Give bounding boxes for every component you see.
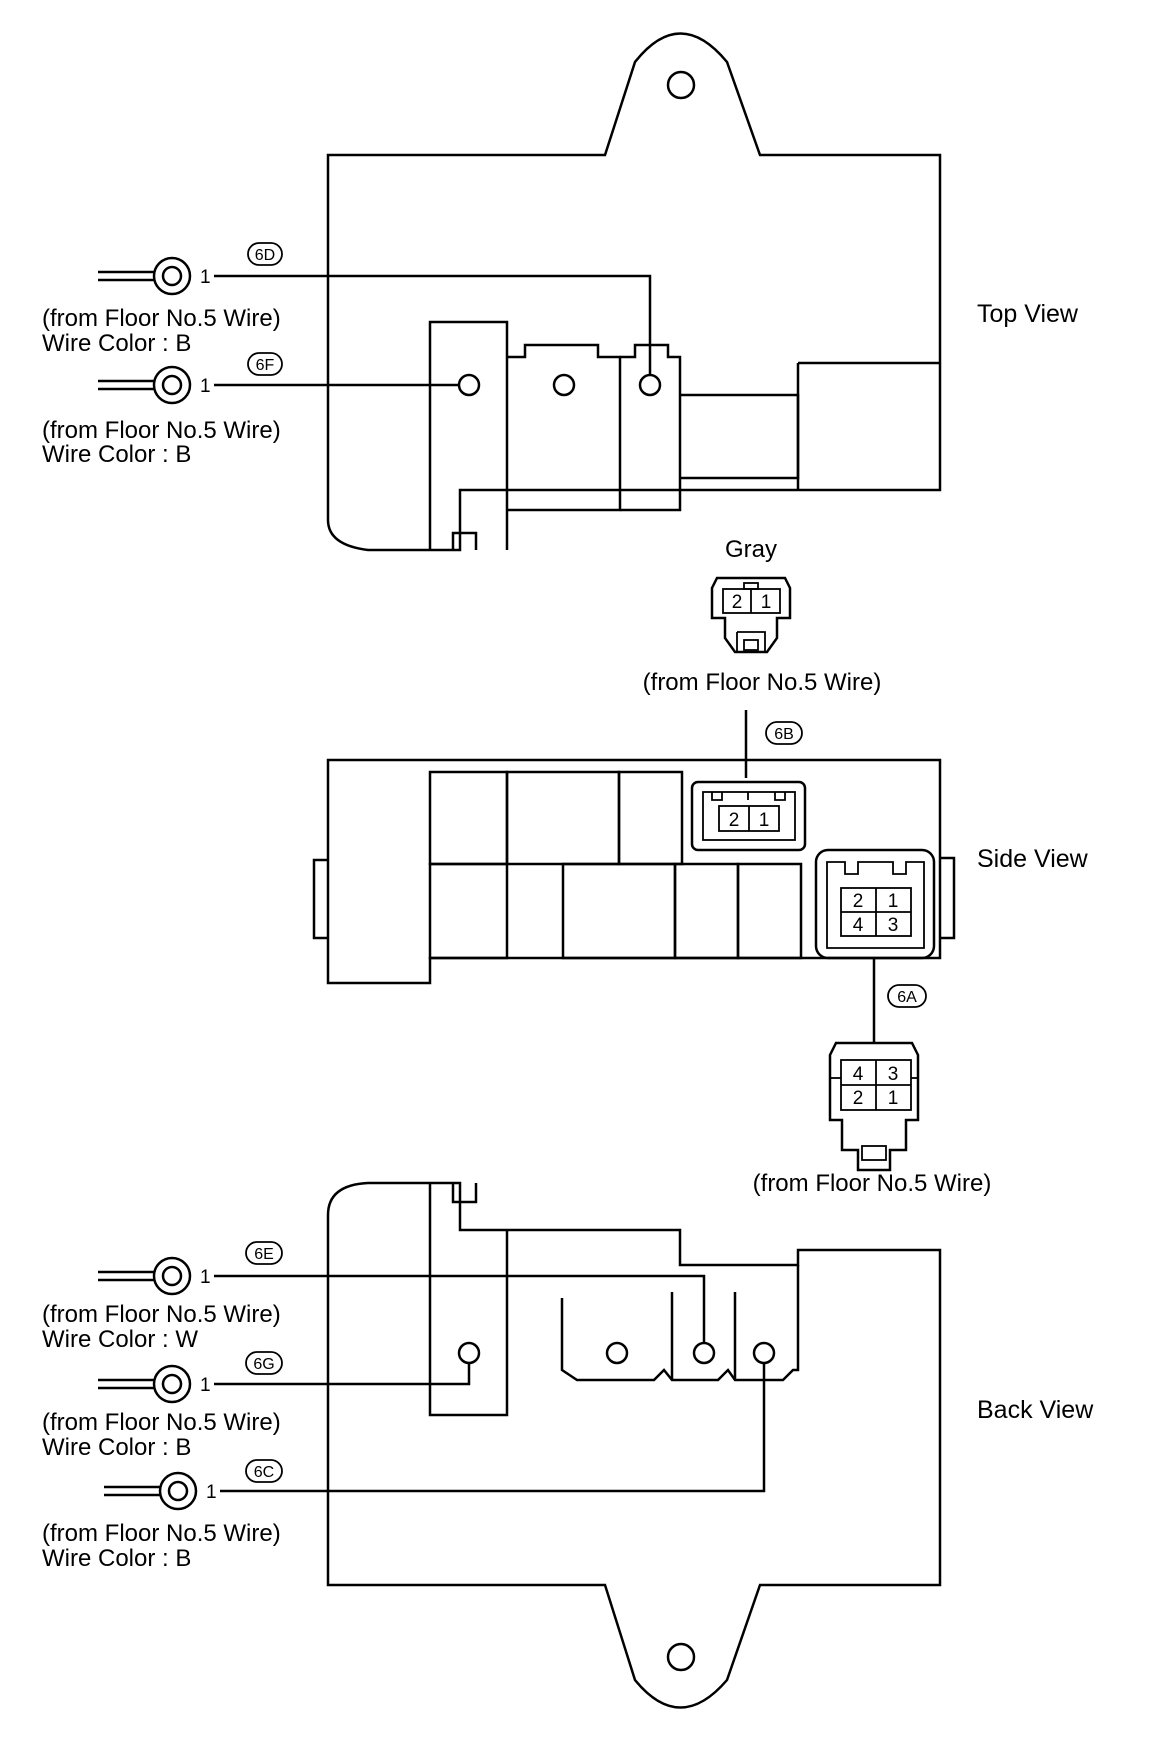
from-label-6c: (from Floor No.5 Wire) (42, 1520, 281, 1547)
tag-6c: 6C (254, 1464, 274, 1481)
back-terminal-6c (752, 1341, 776, 1365)
pin-label-6d: 1 (200, 267, 211, 288)
from-label-6e: (from Floor No.5 Wire) (42, 1301, 281, 1328)
connector-6a-housing (814, 848, 936, 960)
tag-6d: 6D (255, 247, 275, 264)
pin-label-6c: 1 (206, 1482, 217, 1503)
tag-6e: 6E (254, 1246, 274, 1263)
from-label-6g: (from Floor No.5 Wire) (42, 1409, 281, 1436)
from-label-6d: (from Floor No.5 Wire) (42, 305, 281, 332)
badge-6a (887, 984, 927, 1008)
ring-terminal-6c: 1 6C (from Floor No.5 Wire) Wire Color :… (42, 1459, 283, 1572)
6b-housing-pin-left: 2 (729, 810, 740, 831)
pin-label-6g: 1 (200, 1375, 211, 1396)
wire-6g (214, 1363, 471, 1386)
side-view-label: Side View (977, 845, 1089, 873)
6a-housing-pin-4: 4 (853, 915, 864, 936)
top-terminal-6d (638, 373, 662, 397)
badge-6b (765, 721, 803, 745)
color-label-6f: Wire Color : B (42, 441, 191, 468)
top-view-unit (214, 32, 942, 552)
top-mounting-hole (666, 70, 696, 100)
color-label-6g: Wire Color : B (42, 1434, 191, 1461)
6a-plug-pin-2: 2 (853, 1088, 864, 1109)
wire-6e (214, 1274, 706, 1343)
tag-6f: 6F (256, 357, 275, 374)
back-mounting-hole (666, 1642, 696, 1672)
back-view-label: Back View (977, 1396, 1094, 1424)
6a-housing-pin-2: 2 (853, 891, 864, 912)
back-terminal-6e (692, 1341, 716, 1365)
badge-6g (245, 1351, 283, 1375)
color-label-6b: Gray (725, 536, 777, 563)
from-label-6a: (from Floor No.5 Wire) (753, 1170, 992, 1197)
ring-terminal-6g: 1 6G (from Floor No.5 Wire) Wire Color :… (42, 1351, 283, 1461)
top-terminal-mid (552, 373, 576, 397)
6a-plug-pin-3: 3 (888, 1064, 899, 1085)
wire-6d (214, 274, 652, 375)
pin-label-6f: 1 (200, 376, 211, 397)
connector-6b-plug: Gray 2 1 (from Floor No.5 Wire) 6B (643, 536, 882, 778)
6a-housing-pin-1: 1 (888, 891, 899, 912)
tag-6b: 6B (774, 726, 794, 743)
6a-plug-pin-4: 4 (853, 1064, 864, 1085)
ring-terminal-6f: 1 6F (from Floor No.5 Wire) Wire Color :… (42, 352, 283, 468)
wire-6c (220, 1363, 766, 1493)
ring-terminal-6d: 1 6D (from Floor No.5 Wire) Wire Color :… (42, 242, 283, 357)
6a-plug-pin-1: 1 (888, 1088, 899, 1109)
6b-plug-pin-right: 1 (761, 592, 772, 613)
ring-terminal-6e: 1 6E (from Floor No.5 Wire) Wire Color :… (42, 1241, 283, 1353)
connector-6b-housing (690, 780, 807, 852)
from-label-6f: (from Floor No.5 Wire) (42, 417, 281, 444)
tag-6g: 6G (253, 1356, 274, 1373)
badge-6e (245, 1241, 283, 1265)
connector-6a-plug: 6A 4 3 2 1 (from Floor No.5 Wire) (753, 958, 992, 1197)
badge-6f (247, 352, 283, 376)
badge-6d (247, 242, 283, 266)
color-label-6e: Wire Color : W (42, 1326, 198, 1353)
tag-6a: 6A (897, 989, 917, 1006)
color-label-6d: Wire Color : B (42, 330, 191, 357)
back-terminal-6g (457, 1341, 481, 1365)
badge-6c (245, 1459, 283, 1483)
6b-housing-pin-right: 1 (759, 810, 770, 831)
top-terminal-6f (457, 373, 481, 397)
color-label-6c: Wire Color : B (42, 1545, 191, 1572)
top-view-label: Top View (977, 300, 1079, 328)
6a-housing-pin-3: 3 (888, 915, 899, 936)
side-view-unit: 2 1 2 1 4 3 (312, 758, 956, 985)
from-label-6b: (from Floor No.5 Wire) (643, 669, 882, 696)
6b-plug-pin-left: 2 (732, 592, 743, 613)
back-terminal-mid (605, 1341, 629, 1365)
back-view-unit (214, 1181, 942, 1709)
pin-label-6e: 1 (200, 1267, 211, 1288)
